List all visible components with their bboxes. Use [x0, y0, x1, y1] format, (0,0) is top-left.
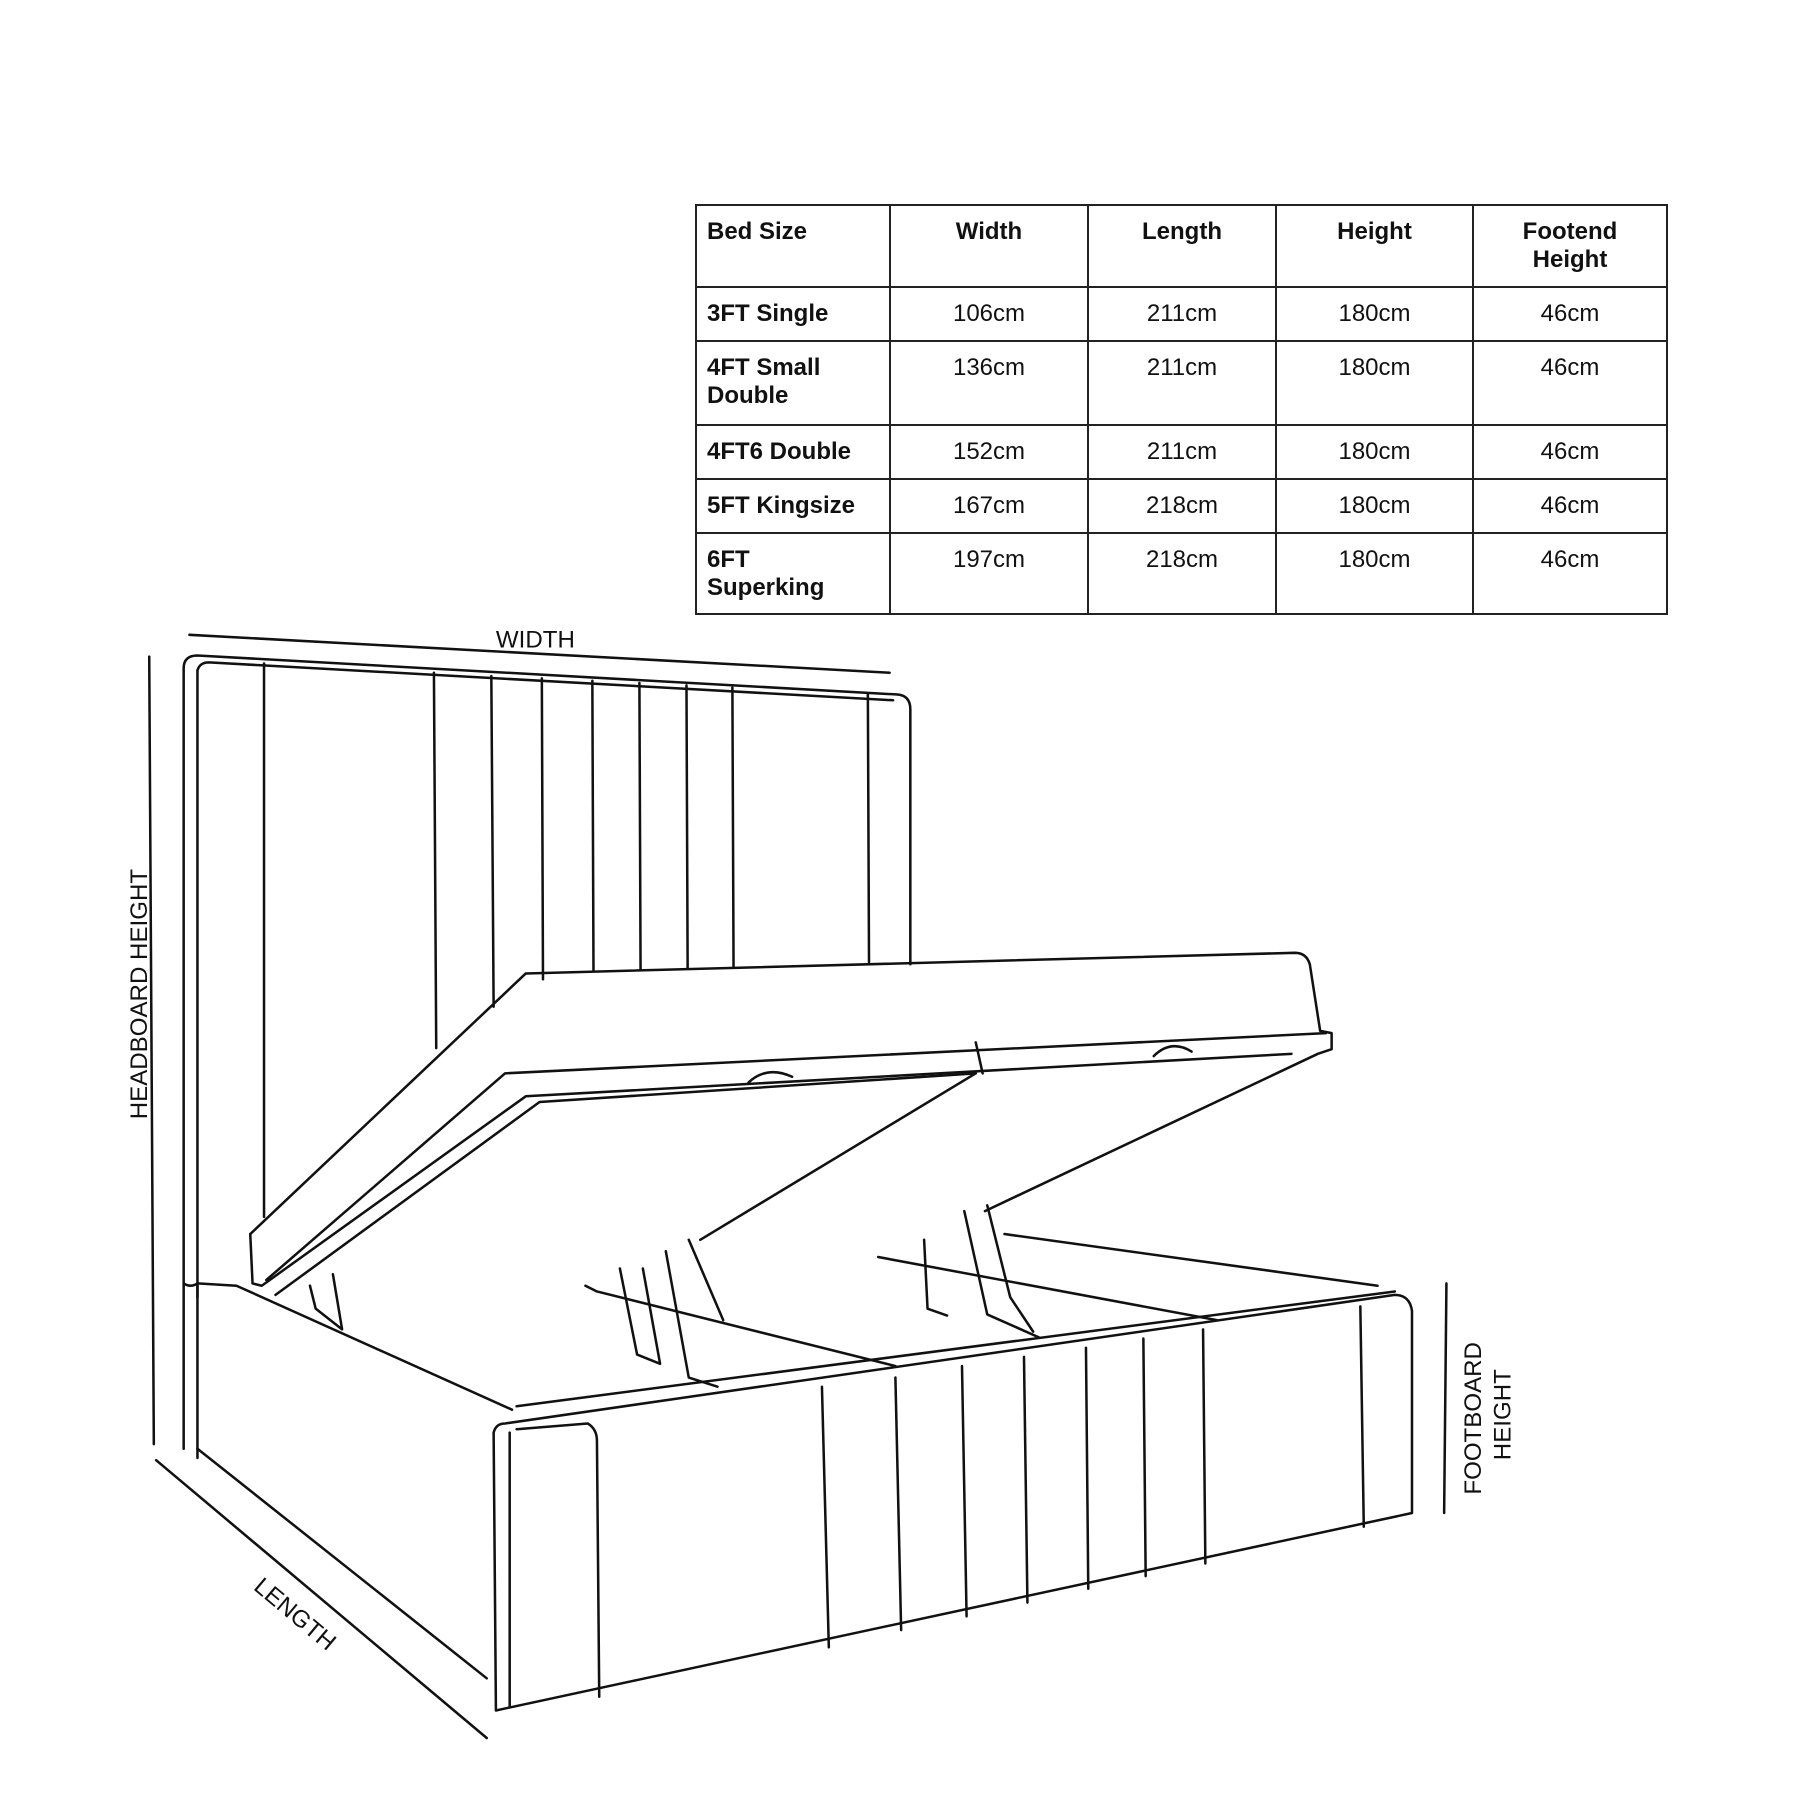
cell-length: 211cm [1087, 286, 1277, 342]
cell-height: 180cm [1275, 340, 1474, 426]
cell-footend-height: 46cm [1472, 532, 1668, 615]
cell-bed-size: 3FT Single [695, 286, 891, 342]
cell-width: 106cm [889, 286, 1089, 342]
cell-bed-size: 4FT Small Double [695, 340, 891, 426]
headboard [182, 654, 912, 1460]
cell-width: 152cm [889, 424, 1089, 480]
dimension-lines [147, 633, 1448, 1740]
cell-length: 211cm [1087, 424, 1277, 480]
table-row: 6FT Superking 197cm 218cm 180cm 46cm [695, 532, 1668, 615]
cell-bed-size: 5FT Kingsize [695, 478, 891, 534]
width-label: WIDTH [496, 626, 575, 653]
footboard-height-label-line1: FOOTBOARD [1460, 1342, 1487, 1495]
header-bed-size: Bed Size [695, 204, 891, 288]
table-row: 5FT Kingsize 167cm 218cm 180cm 46cm [695, 478, 1668, 534]
lifted-lid [248, 951, 1333, 1297]
cell-height: 180cm [1275, 424, 1474, 480]
footboard-height-label-line2: HEIGHT [1490, 1369, 1517, 1460]
cell-width: 167cm [889, 478, 1089, 534]
cell-height: 180cm [1275, 286, 1474, 342]
table-row: 3FT Single 106cm 211cm 180cm 46cm [695, 286, 1668, 342]
length-label: LENGTH [249, 1573, 341, 1657]
header-height: Height [1275, 204, 1474, 288]
cell-footend-height: 46cm [1472, 478, 1668, 534]
cell-footend-height: 46cm [1472, 286, 1668, 342]
headboard-height-label: HEADBOARD HEIGHT [126, 869, 153, 1120]
header-length: Length [1087, 204, 1277, 288]
cell-width: 197cm [889, 532, 1089, 615]
table-row: 4FT6 Double 152cm 211cm 180cm 46cm [695, 424, 1668, 480]
cell-length: 218cm [1087, 532, 1277, 615]
header-width: Width [889, 204, 1089, 288]
table-header-row: Bed Size Width Length Height Footend Hei… [695, 204, 1668, 288]
cell-height: 180cm [1275, 532, 1474, 615]
bed-size-table: Bed Size Width Length Height Footend Hei… [695, 204, 1668, 615]
base-frame [196, 1204, 1397, 1680]
cell-width: 136cm [889, 340, 1089, 426]
footboard [492, 1293, 1414, 1712]
cell-footend-height: 46cm [1472, 424, 1668, 480]
header-footend-height: Footend Height [1472, 204, 1668, 288]
cell-height: 180cm [1275, 478, 1474, 534]
table-row: 4FT Small Double 136cm 211cm 180cm 46cm [695, 340, 1668, 426]
cell-length: 218cm [1087, 478, 1277, 534]
cell-bed-size: 4FT6 Double [695, 424, 891, 480]
cell-footend-height: 46cm [1472, 340, 1668, 426]
cell-bed-size: 6FT Superking [695, 532, 891, 615]
cell-length: 211cm [1087, 340, 1277, 426]
